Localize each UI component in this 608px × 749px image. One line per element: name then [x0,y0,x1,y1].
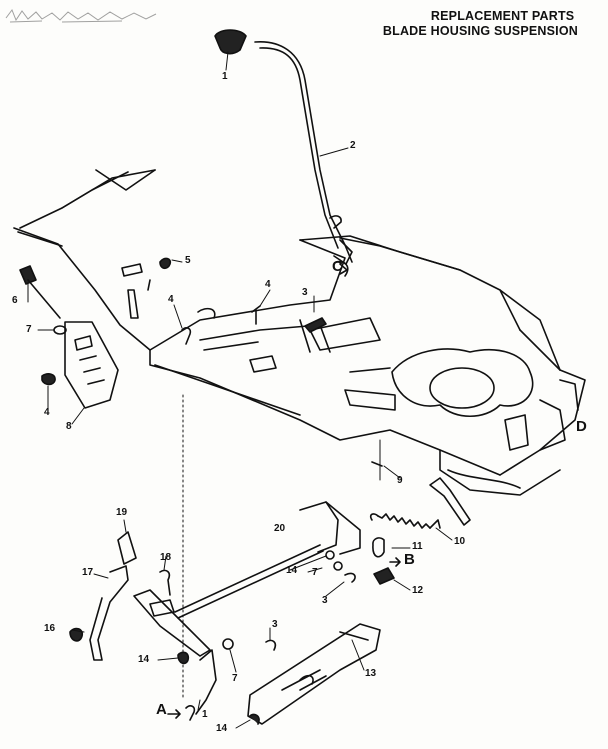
callout-3-low: 3 [272,619,278,630]
callout-18: 18 [160,552,172,563]
callout-14-a: 14 [286,565,298,576]
callout-7-low: 7 [232,673,238,684]
callout-5: 5 [185,255,191,266]
callout-7-left: 7 [26,324,32,335]
callout-4-c: 4 [44,407,50,418]
diagram-title-block: REPLACEMENT PARTS BLADE HOUSING SUSPENSI… [383,9,578,39]
callout-11: 11 [412,541,423,552]
callout-20: 20 [274,523,286,534]
lift-handle-knob [214,29,247,55]
callout-12: 12 [412,585,424,596]
callout-1-low: 1 [202,709,208,720]
reference-arrows [167,263,401,719]
lift-rod [254,41,353,265]
callout-8: 8 [66,421,72,432]
callout-3-upper: 3 [302,287,308,298]
fasteners-upper [147,215,349,345]
reference-letter-b: B [404,551,415,568]
callout-2-lift-rod: 2 [350,140,356,151]
left-bracket-assembly [19,265,119,409]
callout-1-handle-knob: 1 [222,71,228,82]
lever-assembly [69,531,211,661]
callout-6: 6 [12,295,18,306]
callout-13: 13 [365,668,377,679]
callout-4-a: 4 [265,279,271,290]
rear-support-arm [429,469,521,526]
callout-9: 9 [397,475,403,486]
lower-link-assembly [177,623,381,725]
springs-and-links [344,461,441,585]
callout-16: 16 [44,623,56,634]
callout-7-mid: 7 [312,567,318,578]
callout-14-b: 14 [138,654,150,665]
frame-body-outline [13,169,586,701]
reference-letter-c: C [332,258,343,275]
title-line-2: BLADE HOUSING SUSPENSION [382,24,578,38]
title-line-1: REPLACEMENT PARTS [430,9,575,23]
reference-letter-a: A [156,701,167,718]
reference-letter-d: D [576,418,587,435]
suspension-rod-assembly [174,501,361,619]
callout-4-b: 4 [168,294,174,305]
callout-3-mid: 3 [322,595,328,606]
callout-10: 10 [454,536,466,547]
callout-17: 17 [82,567,94,578]
leader-lines [27,51,453,729]
faded-stamp [5,8,157,23]
callout-19: 19 [116,507,128,518]
callout-14-c: 14 [216,723,228,734]
